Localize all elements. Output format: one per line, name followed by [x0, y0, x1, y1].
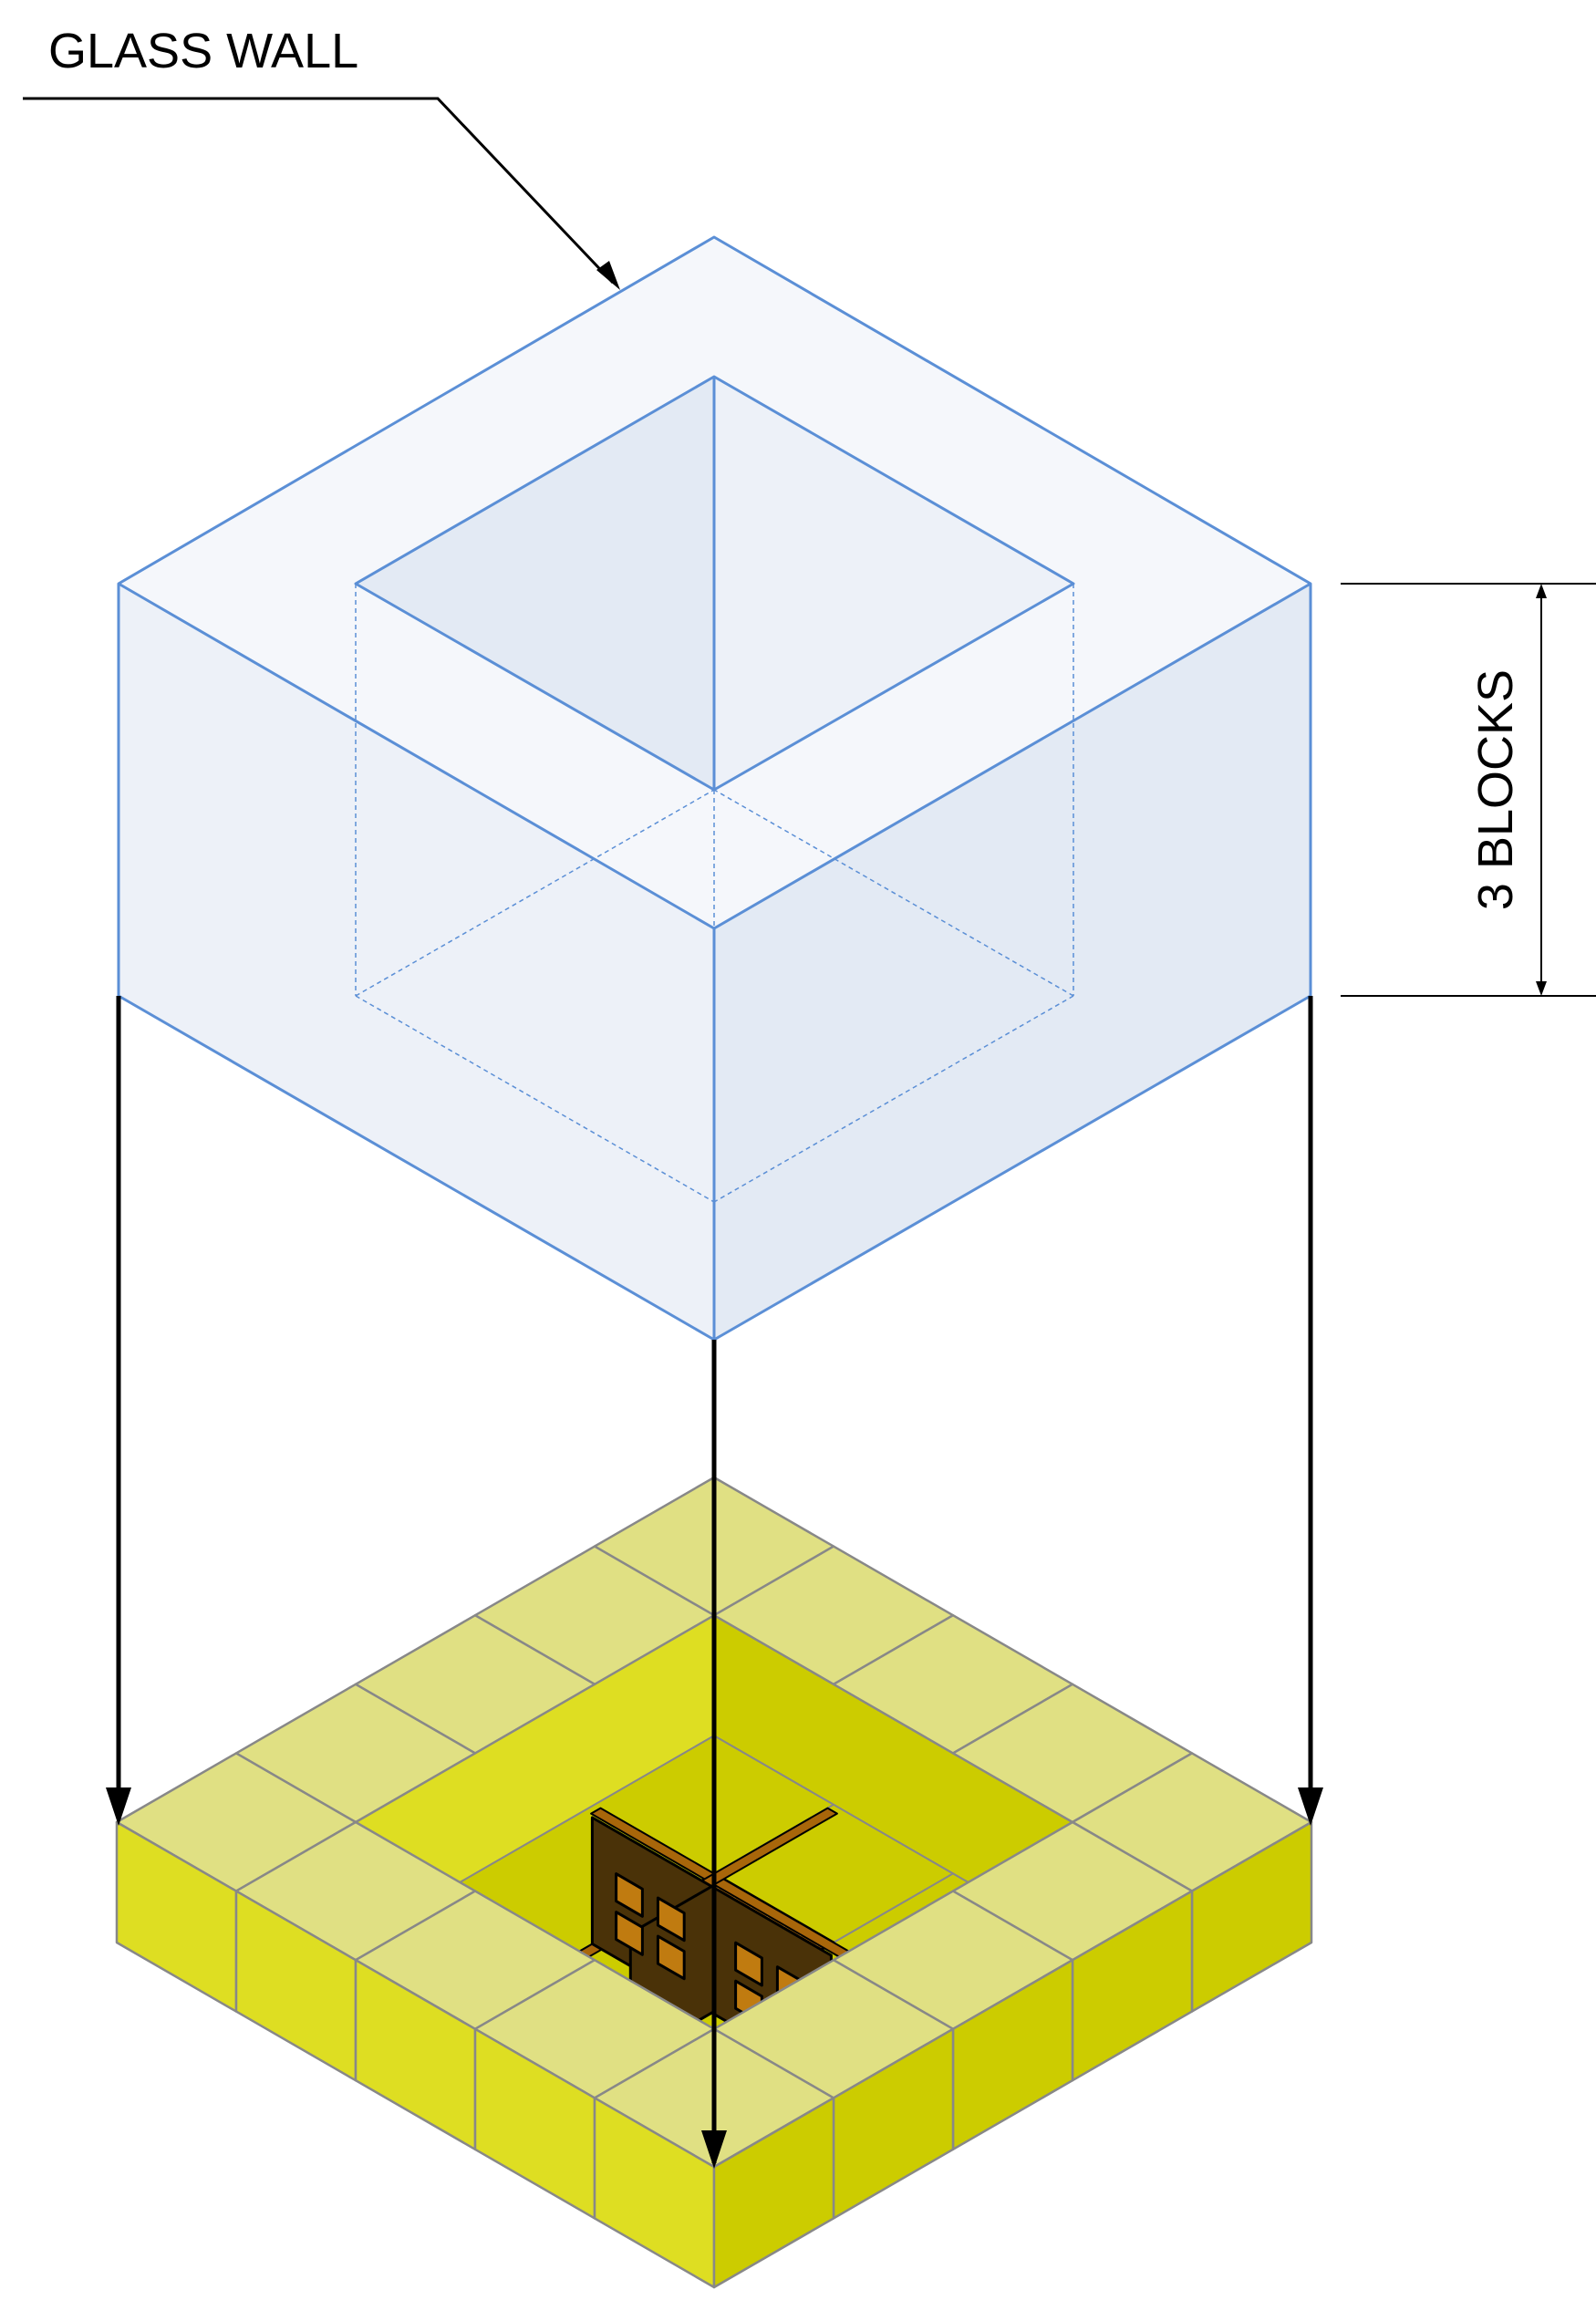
glass-inner-back-right: [714, 377, 1073, 790]
arrowhead-center: [701, 2130, 727, 2169]
window-0: [615, 1911, 644, 1956]
block-front-right: [712, 2097, 835, 2289]
callout-arrowhead: [596, 261, 620, 290]
glass-wall-label: GLASS WALL: [48, 24, 358, 78]
arrowhead-left: [106, 1787, 131, 1826]
glass-right-face: [714, 584, 1311, 1340]
glass-inner-back-left: [356, 377, 714, 790]
window-3: [656, 1896, 686, 1943]
dim-arrow-bottom: [1536, 981, 1547, 996]
arrowhead-right: [1298, 1787, 1323, 1826]
window-6: [734, 1941, 763, 1987]
drop-arrows: [116, 996, 1313, 2163]
floor-block-grid: [115, 1476, 1313, 2289]
window-2: [615, 1872, 644, 1918]
glass-wall-callout: GLASS WALL: [23, 24, 620, 290]
dim-arrow-top: [1536, 584, 1547, 598]
arrowheads: [106, 1787, 1323, 2169]
glass-hidden-edges: [355, 584, 1074, 1203]
callout-leader-line: [23, 97, 615, 285]
window-1: [656, 1934, 686, 1981]
glass-wall: [117, 235, 1312, 1342]
height-dimension-label: 3 BLOCKS: [1468, 669, 1523, 910]
height-dimension: 3 BLOCKS: [1341, 583, 1596, 997]
